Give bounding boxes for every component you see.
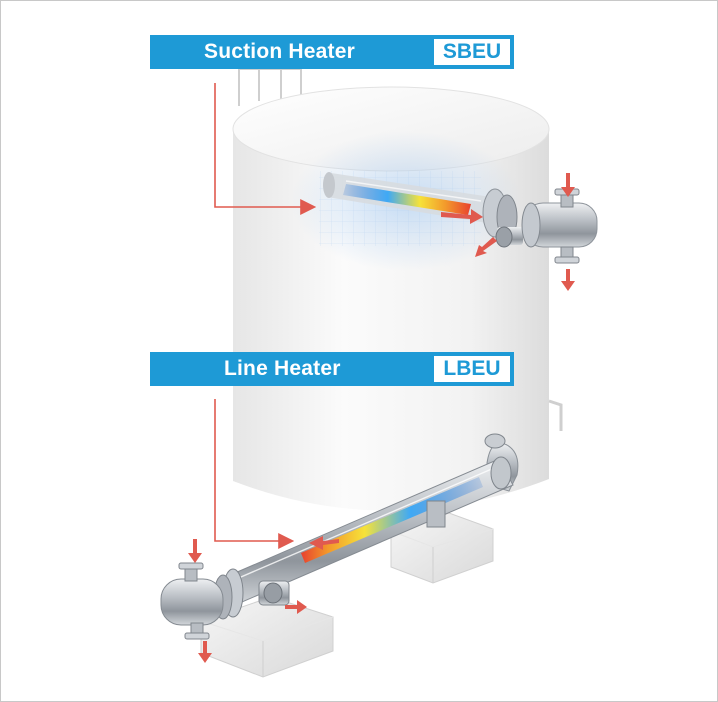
flow-arrow: [561, 173, 575, 197]
flow-arrow: [285, 600, 307, 614]
flow-arrow: [188, 539, 202, 563]
suction-heater-title: Suction Heater: [204, 40, 355, 63]
flow-arrow: [309, 536, 339, 550]
leader-lines: [214, 83, 317, 549]
flow-arrow: [198, 641, 212, 663]
line-leader: [214, 399, 295, 549]
flow-arrow: [561, 269, 575, 291]
suction-heater-code: SBEU: [434, 39, 510, 65]
suction-leader: [214, 83, 317, 215]
suction-heater-label: Suction Heater SBEU: [150, 35, 514, 69]
tank-railing: [238, 68, 302, 106]
line-heater-unit: [160, 433, 519, 640]
line-heater-code: LBEU: [434, 356, 510, 382]
line-heater-title: Line Heater: [224, 357, 341, 380]
flow-arrows: [188, 173, 575, 663]
flow-arrow: [441, 209, 483, 224]
suction-heater-unit: [323, 172, 598, 264]
flow-arrow: [475, 237, 497, 257]
line-heater-label: Line Heater LBEU: [150, 352, 514, 386]
